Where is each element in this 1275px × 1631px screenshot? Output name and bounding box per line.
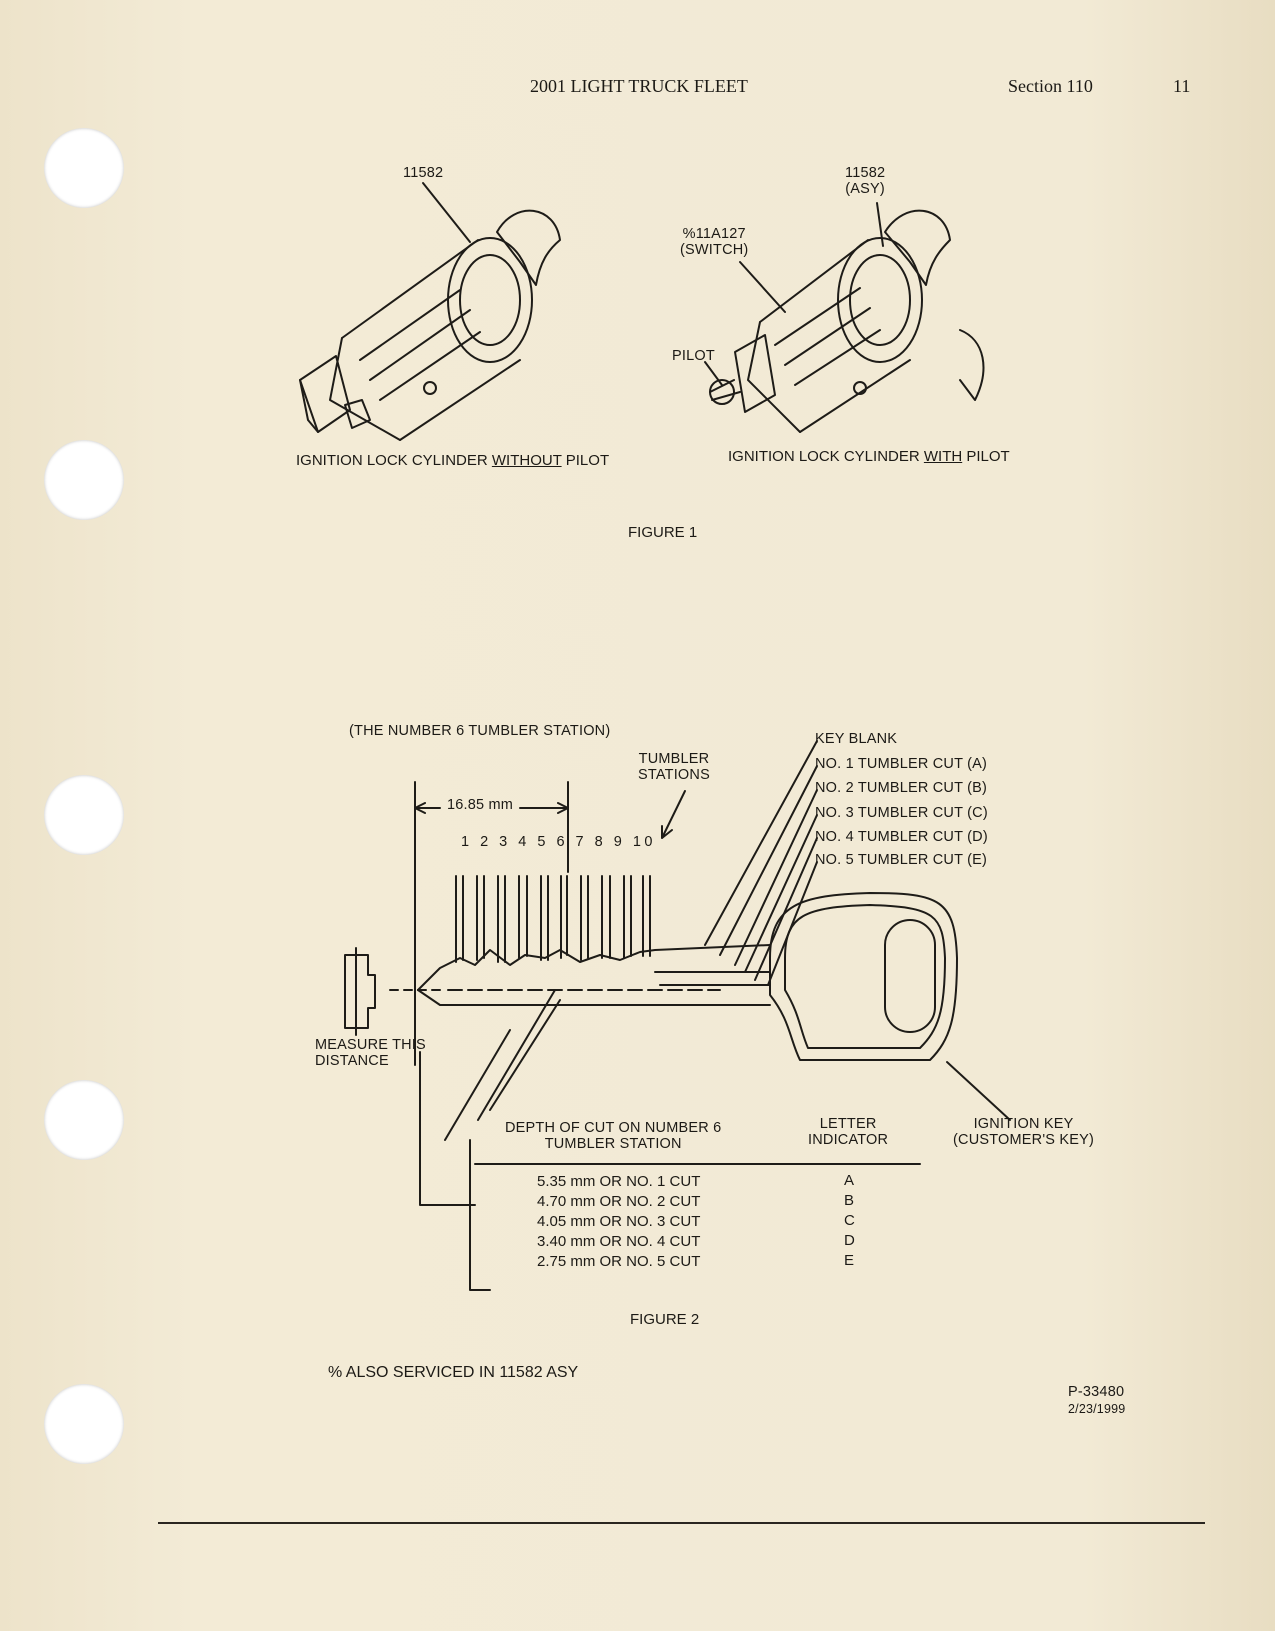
- label-tumbler-stations: TUMBLER STATIONS: [638, 751, 710, 783]
- depth-letter: D: [844, 1232, 855, 1249]
- caption-left-prefix: IGNITION LOCK CYLINDER: [296, 452, 492, 469]
- label-switch-line2: (SWITCH): [680, 242, 749, 258]
- depth-of-cut-heading: DEPTH OF CUT ON NUMBER 6 TUMBLER STATION: [505, 1120, 721, 1152]
- depth-heading-line1: DEPTH OF CUT ON NUMBER 6: [505, 1120, 722, 1136]
- label-tumbler-cut-b: NO. 2 TUMBLER CUT (B): [815, 780, 988, 796]
- caption-left-emphasis: WITHOUT: [491, 452, 562, 469]
- depth-letter: C: [844, 1212, 855, 1229]
- drawing-number: P-33480: [1068, 1384, 1125, 1400]
- figure1-title: FIGURE 1: [628, 524, 698, 541]
- depth-row: 5.35 mm OR NO. 1 CUT: [537, 1173, 701, 1190]
- ignition-key-label: IGNITION KEY (CUSTOMER'S KEY): [953, 1116, 1094, 1148]
- caption-right-suffix: PILOT: [962, 448, 1010, 465]
- depth-letter: A: [844, 1172, 855, 1189]
- label-measure-line2: DISTANCE: [315, 1053, 389, 1069]
- binder-hole: [44, 1384, 124, 1464]
- station-numbers: 1 2 3 4 5 6 7 8 9 10: [461, 834, 656, 850]
- depth-heading-line2: TUMBLER STATION: [544, 1136, 682, 1152]
- serviced-note: % ALSO SERVICED IN 11582 ASY: [328, 1364, 579, 1381]
- caption-right-emphasis: WITH: [923, 448, 963, 465]
- label-number-6-station: (THE NUMBER 6 TUMBLER STATION): [349, 723, 611, 739]
- page-header-title: 2001 LIGHT TRUCK FLEET: [530, 76, 748, 96]
- letter-heading-line2: INDICATOR: [808, 1132, 889, 1148]
- label-switch-line1: %11A127: [682, 226, 746, 242]
- lock-cylinder-with-pilot: [709, 209, 985, 433]
- binder-hole: [44, 440, 124, 520]
- label-tumbler-cut-c: NO. 3 TUMBLER CUT (C): [815, 805, 988, 821]
- label-key-blank: KEY BLANK: [815, 731, 898, 747]
- binder-hole: [44, 775, 124, 855]
- label-part-11582-asy: 11582 (ASY): [845, 165, 885, 197]
- bottom-rule: [158, 1522, 1205, 1524]
- caption-right-prefix: IGNITION LOCK CYLINDER: [728, 448, 924, 465]
- key-diagram: [344, 740, 1011, 1291]
- ignition-key-line2: (CUSTOMER'S KEY): [953, 1132, 1095, 1148]
- leader-pilot: [704, 361, 723, 386]
- leader-11582: [422, 182, 471, 243]
- label-tumbler-stations-line1: TUMBLER: [638, 751, 710, 767]
- label-measure-distance: MEASURE THIS DISTANCE: [315, 1037, 426, 1069]
- label-part-11582-asy-line1: 11582: [845, 165, 886, 181]
- lock-cylinder-without-pilot: [299, 209, 561, 441]
- depth-row: 2.75 mm OR NO. 5 CUT: [537, 1253, 701, 1270]
- label-measure-line1: MEASURE THIS: [315, 1037, 426, 1053]
- label-tumbler-stations-line2: STATIONS: [638, 767, 710, 783]
- label-pilot: PILOT: [672, 348, 715, 364]
- ignition-key-line1: IGNITION KEY: [973, 1116, 1074, 1132]
- caption-cylinder-with-pilot: IGNITION LOCK CYLINDER WITH PILOT: [728, 448, 1010, 465]
- label-switch: %11A127 (SWITCH): [680, 226, 748, 258]
- letter-heading-line1: LETTER: [819, 1116, 877, 1132]
- label-tumbler-cut-a: NO. 1 TUMBLER CUT (A): [815, 756, 988, 772]
- dimension-label: 16.85 mm: [447, 797, 514, 813]
- label-part-11582-asy-line2: (ASY): [845, 181, 885, 197]
- letter-indicator-heading: LETTER INDICATOR: [808, 1116, 888, 1148]
- caption-cylinder-without-pilot: IGNITION LOCK CYLINDER WITHOUT PILOT: [296, 452, 609, 469]
- depth-letter: E: [844, 1252, 855, 1269]
- depth-row: 4.70 mm OR NO. 2 CUT: [537, 1193, 701, 1210]
- leader-switch: [739, 261, 786, 313]
- label-tumbler-cut-d: NO. 4 TUMBLER CUT (D): [815, 829, 988, 845]
- page-header-section: Section 110: [1008, 76, 1093, 96]
- drawing-date: 2/23/1999: [1068, 1402, 1126, 1416]
- binder-hole: [44, 128, 124, 208]
- label-tumbler-cut-e: NO. 5 TUMBLER CUT (E): [815, 852, 988, 868]
- depth-row: 4.05 mm OR NO. 3 CUT: [537, 1213, 701, 1230]
- depth-letter: B: [844, 1192, 855, 1209]
- page-number: 11: [1173, 76, 1191, 96]
- label-part-11582: 11582: [403, 165, 444, 181]
- figure2-title: FIGURE 2: [630, 1311, 700, 1328]
- leader-11582-asy: [876, 202, 884, 247]
- caption-left-suffix: PILOT: [561, 452, 610, 469]
- binder-hole: [44, 1080, 124, 1160]
- depth-row: 3.40 mm OR NO. 4 CUT: [537, 1233, 701, 1250]
